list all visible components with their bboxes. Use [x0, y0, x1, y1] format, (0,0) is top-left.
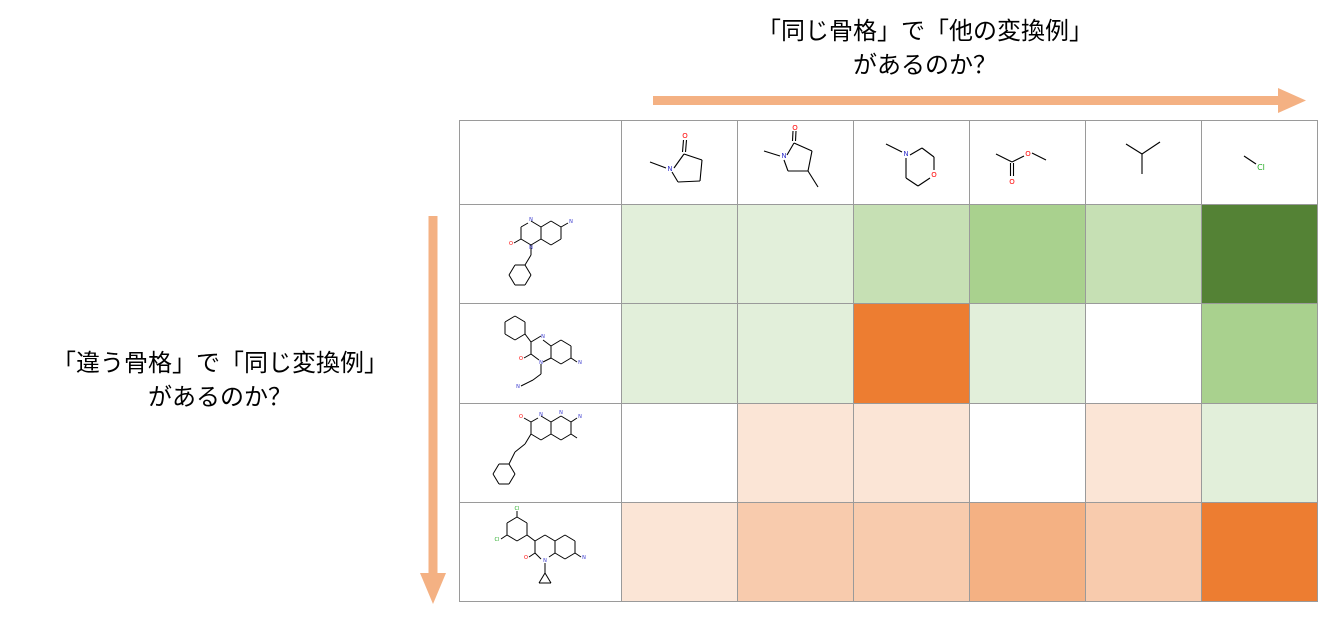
svg-text:N: N	[667, 165, 672, 173]
heatmap-cell	[853, 204, 970, 305]
heatmap-cell	[737, 204, 854, 305]
heatmap-cell	[1201, 402, 1318, 503]
heatmap-cell	[1085, 204, 1202, 305]
svg-text:N: N	[543, 558, 547, 564]
heatmap-cell	[737, 303, 854, 404]
heatmap-cell	[737, 402, 854, 503]
n-methylpyrrolidinone-icon: N O	[649, 132, 703, 183]
column-header: N O	[853, 119, 970, 206]
svg-text:N: N	[578, 360, 582, 366]
heatmap-cell	[1085, 303, 1202, 404]
right-arrow-icon	[653, 88, 1306, 113]
svg-text:N: N	[582, 555, 586, 561]
corner-cell	[459, 119, 622, 206]
transformation-grid: N O N O	[459, 119, 1318, 603]
left-caption-line-2: があるのか？	[148, 383, 292, 411]
top-caption-line-1: 「同じ骨格」で「他の変換例」	[757, 17, 1093, 45]
heatmap-cell	[1085, 501, 1202, 603]
table-row: Cl Cl N O N	[459, 501, 1318, 603]
svg-text:N: N	[539, 412, 543, 418]
svg-text:O: O	[519, 414, 523, 420]
phenethyl-pyridopyrazinone-icon: O N N N	[492, 410, 582, 485]
heatmap-cell	[853, 402, 970, 503]
svg-text:N: N	[529, 245, 533, 251]
chlorine-label: Cl	[514, 506, 519, 512]
heatmap-cell	[969, 501, 1086, 603]
top-caption-line-2: があるのか？	[853, 51, 997, 79]
table-row: O N N N	[459, 402, 1318, 503]
heatmap-cell	[853, 303, 970, 404]
row-header: O N N N	[459, 402, 622, 503]
table-row: N N O N N	[459, 303, 1318, 404]
heatmap-cell	[1201, 204, 1318, 305]
svg-text:N: N	[903, 150, 908, 158]
methyl-ester-icon: O O	[995, 150, 1046, 186]
column-header	[1085, 119, 1202, 206]
column-header: N O	[621, 119, 738, 206]
dichlorophenyl-cyclopropyl-quinolinone-icon: Cl Cl N O N	[494, 506, 586, 584]
heatmap-cell	[1201, 303, 1318, 404]
svg-text:N: N	[541, 334, 545, 340]
heatmap-cell	[969, 204, 1086, 305]
column-header: O O	[969, 119, 1086, 206]
svg-text:N: N	[569, 219, 573, 225]
table-row: N N O N	[459, 204, 1318, 305]
heatmap-cell	[621, 204, 738, 305]
isopropyl-icon	[1125, 141, 1160, 174]
heatmap-cell	[737, 501, 854, 603]
chlorine-label: Cl	[1257, 163, 1265, 172]
svg-text:O: O	[792, 125, 798, 132]
heatmap-cell	[1085, 402, 1202, 503]
svg-text:O: O	[682, 132, 688, 140]
chlorine-label: Cl	[494, 537, 499, 543]
down-arrow-icon	[420, 216, 446, 604]
row-header: N N O N	[459, 204, 622, 305]
svg-text:N: N	[578, 414, 582, 420]
benzyl-quinoxalinone-icon: N N O N	[508, 217, 573, 286]
heatmap-cell	[969, 402, 1086, 503]
chloromethyl-icon: Cl	[1243, 155, 1265, 172]
heatmap-cell	[969, 303, 1086, 404]
phenyl-cyanomethyl-quinoxalinone-icon: N N O N N	[504, 316, 582, 390]
svg-text:O: O	[1025, 150, 1031, 158]
svg-text:O: O	[931, 171, 937, 179]
svg-text:O: O	[1009, 178, 1015, 186]
svg-text:O: O	[524, 555, 528, 561]
heatmap-cell	[853, 501, 970, 603]
left-caption-line-1: 「違う骨格」で「同じ変換例」	[52, 349, 388, 377]
svg-text:N: N	[529, 217, 533, 223]
svg-text:O: O	[509, 241, 513, 247]
row-header: Cl Cl N O N	[459, 501, 622, 603]
heatmap-cell	[621, 303, 738, 404]
svg-text:N: N	[559, 410, 563, 416]
heatmap-cell	[1201, 501, 1318, 603]
svg-text:O: O	[519, 356, 523, 362]
row-header: N N O N N	[459, 303, 622, 404]
left-caption: 「違う骨格」で「同じ変換例」 があるのか？	[10, 346, 430, 414]
header-row: N O N O	[459, 119, 1318, 206]
svg-text:N: N	[516, 384, 520, 390]
heatmap-cell	[621, 402, 738, 503]
svg-text:N: N	[781, 152, 786, 160]
methyl-n-methylpyrrolidinone-icon: N O	[763, 125, 818, 187]
n-methylmorpholine-icon: N O	[885, 143, 937, 187]
top-caption: 「同じ骨格」で「他の変換例」 があるのか？	[700, 14, 1150, 82]
heatmap-cell	[621, 501, 738, 603]
column-header: N O	[737, 119, 854, 206]
svg-text:N: N	[539, 360, 543, 366]
column-header: Cl	[1201, 119, 1318, 206]
